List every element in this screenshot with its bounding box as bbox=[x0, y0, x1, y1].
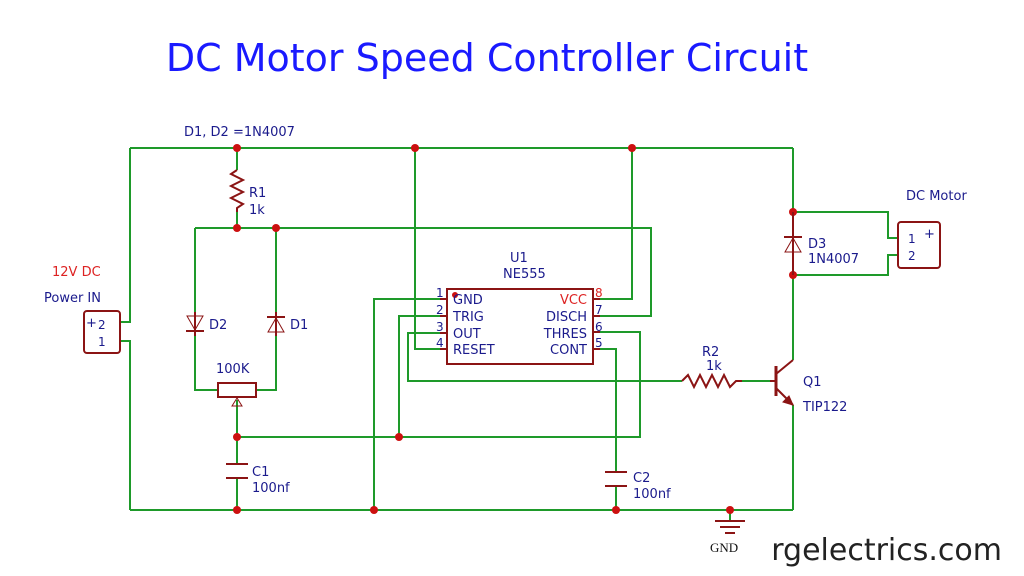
c1-ref: C1 bbox=[252, 465, 269, 480]
ic-pin-name-vcc: VCC bbox=[560, 293, 587, 308]
q1-emitter-arrow bbox=[782, 395, 794, 406]
junction-dot bbox=[233, 433, 241, 441]
wire-cont-c2 bbox=[600, 348, 617, 472]
q1-transistor: Q1 TIP122 bbox=[770, 359, 847, 415]
junction-dot bbox=[272, 224, 280, 232]
d3-diode: D3 1N4007 bbox=[784, 212, 859, 275]
ic-pin-name-disch: DISCH bbox=[546, 310, 587, 325]
d1-ref: D1 bbox=[290, 318, 308, 333]
ic-pin-number-5: 5 bbox=[595, 336, 603, 350]
power-in-label: Power IN bbox=[44, 291, 101, 306]
ic-pin-name-out: OUT bbox=[453, 327, 481, 342]
power-pin-top: 2 bbox=[98, 318, 106, 332]
ic-pin-name-thres: THRES bbox=[543, 327, 587, 342]
ic-pin-number-7: 7 bbox=[595, 303, 603, 317]
r1-resistor: R1 1k bbox=[228, 169, 266, 218]
diode-note: D1, D2 =1N4007 bbox=[184, 125, 295, 140]
r2-resistor: R2 1k bbox=[681, 345, 742, 390]
ic-pin-number-2: 2 bbox=[436, 303, 444, 317]
ic-pin-number-4: 4 bbox=[436, 336, 444, 350]
q1-collector bbox=[775, 359, 794, 375]
pot-body bbox=[217, 382, 257, 398]
junction-dot bbox=[233, 506, 241, 514]
pot-value: 100K bbox=[216, 362, 250, 377]
r2-zigzag bbox=[681, 372, 742, 390]
wire-reset bbox=[414, 148, 440, 350]
potentiometer: 100K bbox=[216, 362, 257, 407]
junction-dot bbox=[411, 144, 419, 152]
d2-diode: D2 bbox=[186, 312, 227, 336]
gnd-label: GND bbox=[710, 540, 738, 555]
wire-d2-bottom bbox=[194, 336, 218, 391]
ic-pin-number-3: 3 bbox=[436, 320, 444, 334]
ic-pin-number-8: 8 bbox=[595, 286, 603, 300]
r1-zigzag bbox=[228, 169, 246, 212]
c1-capacitor: C1 100nf bbox=[226, 463, 290, 496]
wires bbox=[120, 147, 898, 520]
ic-pin-name-trig: TRIG bbox=[452, 310, 484, 325]
motor-connector-body bbox=[897, 221, 941, 269]
r1-value: 1k bbox=[249, 203, 265, 218]
motor-pin-bottom: 2 bbox=[908, 249, 916, 263]
junction-dot bbox=[370, 506, 378, 514]
d2-ref: D2 bbox=[209, 318, 227, 333]
ic-pin-number-1: 1 bbox=[436, 286, 444, 300]
junction-dot bbox=[612, 506, 620, 514]
ic-ref: U1 bbox=[510, 251, 528, 266]
power-connector-body bbox=[83, 310, 121, 354]
r2-value: 1k bbox=[706, 359, 722, 374]
wire-d1-bottom bbox=[256, 336, 277, 391]
ne555-ic: U1 NE555 1 GND 2 TRIG 3 OUT 4 RESET 8 VC… bbox=[436, 251, 603, 365]
r2-ref: R2 bbox=[702, 345, 719, 360]
wire-out-r2 bbox=[407, 332, 682, 382]
q1-value: TIP122 bbox=[802, 400, 847, 415]
diagram-title: DC Motor Speed Controller Circuit bbox=[165, 36, 809, 80]
motor-polarity: + bbox=[924, 227, 935, 242]
junction-dot bbox=[233, 224, 241, 232]
motor-pin-top: 1 bbox=[908, 232, 916, 246]
wire-motor-pin2 bbox=[793, 254, 898, 276]
ic-pin-name-cont: CONT bbox=[550, 343, 587, 358]
q1-ref: Q1 bbox=[803, 375, 822, 390]
ic-pin-number-6: 6 bbox=[595, 320, 603, 334]
wire-left-negative bbox=[120, 340, 131, 510]
power-polarity: + bbox=[86, 316, 97, 331]
c1-value: 100nf bbox=[252, 481, 290, 496]
watermark: rgelectrics.com bbox=[771, 533, 1002, 568]
ic-pin-name-gnd: GND bbox=[453, 293, 483, 308]
ic-part: NE555 bbox=[503, 267, 546, 282]
junction-dot bbox=[628, 144, 636, 152]
d1-diode: D1 bbox=[267, 312, 308, 336]
wire-motor-pin1 bbox=[793, 211, 898, 239]
d3-value: 1N4007 bbox=[808, 252, 859, 267]
wire-trig bbox=[398, 315, 440, 437]
motor-label: DC Motor bbox=[906, 189, 967, 204]
junction-dot bbox=[726, 506, 734, 514]
junction-dot bbox=[395, 433, 403, 441]
c2-capacitor: C2 100nf bbox=[605, 471, 671, 502]
c2-ref: C2 bbox=[633, 471, 650, 486]
d3-ref: D3 bbox=[808, 237, 826, 252]
c2-value: 100nf bbox=[633, 487, 671, 502]
junctions bbox=[233, 144, 797, 514]
wire-thres-node bbox=[237, 331, 641, 438]
power-in-voltage-label: 12V DC bbox=[52, 265, 101, 280]
motor-connector: 1 2 + DC Motor bbox=[897, 189, 967, 269]
ground-symbol: GND bbox=[710, 520, 745, 555]
ic-body bbox=[446, 288, 594, 365]
power-connector: + 2 1 bbox=[83, 310, 121, 354]
ic-pin-name-reset: RESET bbox=[453, 343, 495, 358]
r1-ref: R1 bbox=[249, 186, 266, 201]
wire-vcc bbox=[600, 148, 633, 300]
wire-r1-node-disch bbox=[195, 227, 652, 317]
junction-dot bbox=[233, 144, 241, 152]
wire-left-positive bbox=[120, 148, 131, 323]
ic-pin1-marker bbox=[452, 292, 458, 298]
pot-wiper-arrow bbox=[231, 397, 243, 407]
wire-gnd bbox=[373, 298, 440, 510]
power-pin-bottom: 1 bbox=[98, 335, 106, 349]
